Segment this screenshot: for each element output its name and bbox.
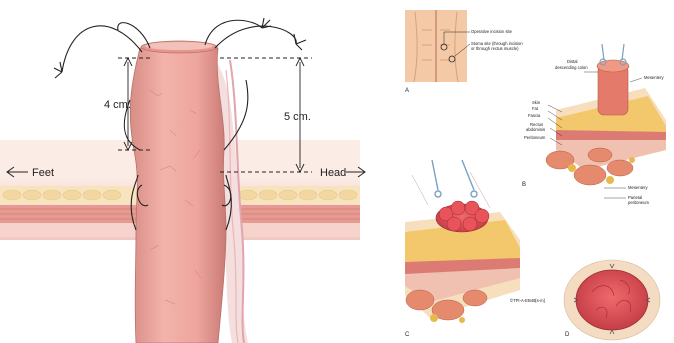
panel-b-skin: Skin — [532, 100, 541, 105]
label-head: Head — [320, 167, 346, 179]
panel-b-distal-2: descending colon — [555, 65, 588, 70]
label-feet: Feet — [32, 167, 54, 179]
bowel — [130, 48, 226, 343]
label-4cm: 4 cm. — [104, 99, 131, 111]
panel-c-letter: C — [405, 332, 410, 338]
bowel-segment — [598, 65, 628, 115]
panel-a: Operative incision site Stoma site (thro… — [405, 10, 523, 94]
panel-b-peritoneum: Peritoneum — [524, 135, 546, 140]
panel-b: Distal descending colon Mesentery Skin F… — [522, 44, 666, 205]
panel-c-credit: ©TPI-A-EB48[s-m] — [510, 298, 545, 303]
panel-b-parietal-2: peritoneum — [628, 200, 649, 205]
panel-b-fascia: Fascia — [528, 113, 541, 118]
panel-b-fat: Fat — [532, 106, 539, 111]
panel-a-letter: A — [405, 88, 409, 94]
panel-b-rectus-2: abdominis — [526, 127, 545, 132]
panel-b-distal-1: Distal — [567, 59, 578, 64]
panel-b-mesentery-top: Mesentery — [644, 75, 664, 80]
label-5cm: 5 cm. — [284, 111, 311, 123]
stoma-d — [576, 270, 648, 330]
panel-b-mesentery-bottom: Mesentery — [628, 185, 648, 190]
panel-d: D — [564, 260, 660, 340]
panel-a-callout-1: Operative incision site — [471, 29, 513, 34]
left-figure: 4 cm. 5 cm. Feet Head — [0, 18, 365, 343]
panel-b-letter: B — [522, 182, 526, 188]
panel-a-callout-2b: or through rectus muscle) — [471, 46, 519, 51]
panel-d-letter: D — [565, 332, 570, 338]
